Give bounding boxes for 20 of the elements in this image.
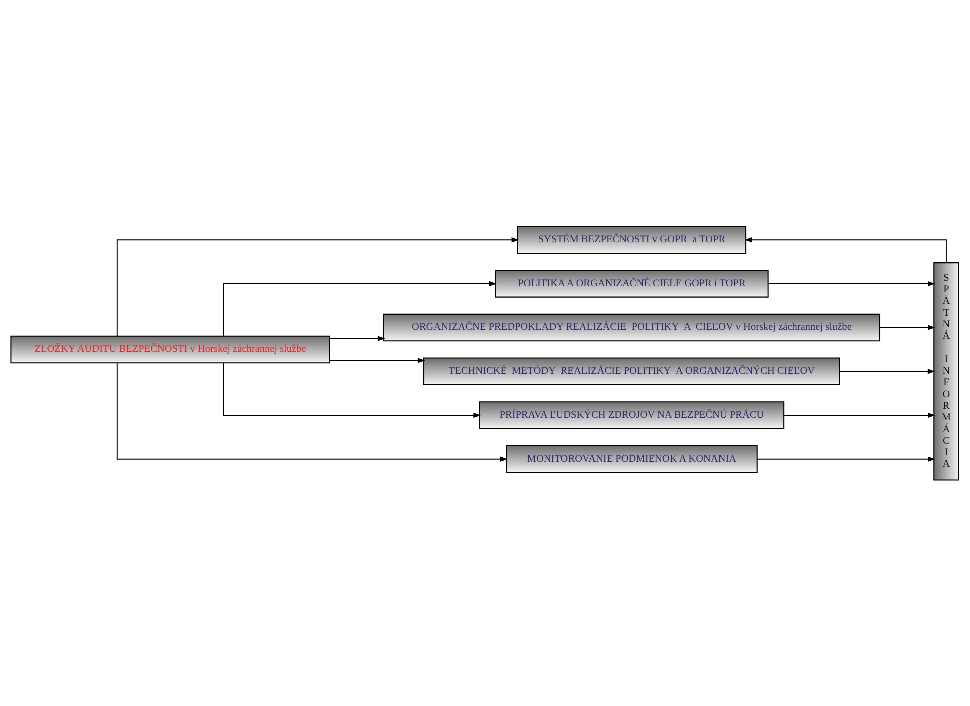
arrow bbox=[744, 237, 947, 263]
arrow bbox=[768, 280, 936, 286]
node-box: ORGANIZAČNE PREDPOKLADY REALIZÁCIE POLITIKY A CIEĽOV v Horskej záchrannej službe bbox=[383, 313, 881, 342]
node-box: SYSTÉM BEZPEČNOSTI v GOPR a TOPR bbox=[517, 226, 747, 254]
node-box: MONITOROVANIE PODMIENOK A KONANIA bbox=[506, 444, 758, 473]
arrow bbox=[784, 412, 936, 418]
arrow bbox=[223, 362, 482, 418]
arrow bbox=[116, 237, 520, 336]
arrow bbox=[880, 324, 936, 330]
arrow bbox=[329, 358, 426, 363]
arrow bbox=[223, 280, 497, 336]
node-box: PRÍPRAVA ĽUDSKÝCH ZDROJOV NA BEZPEČNÚ PRÁCU bbox=[479, 401, 785, 429]
arrow bbox=[756, 456, 936, 462]
node-box: TECHNICKÉ METÓDY REALIZÁCIE POLITIKY A ORGANIZAČNÝCH CIEĽOV bbox=[424, 357, 840, 386]
node-box: SPÄTNÁ INFORMÁCIA bbox=[934, 262, 960, 480]
arrow bbox=[329, 336, 386, 341]
node-box: POLITIKA A ORGANIZAČNÉ CIELE GOPR i TOPR bbox=[495, 270, 769, 298]
node-box: ZLOŽKY AUDITU BEZPEČNOSTI v Horskej záchrannej službe bbox=[10, 335, 330, 364]
arrow bbox=[840, 368, 936, 374]
arrow bbox=[116, 362, 508, 462]
